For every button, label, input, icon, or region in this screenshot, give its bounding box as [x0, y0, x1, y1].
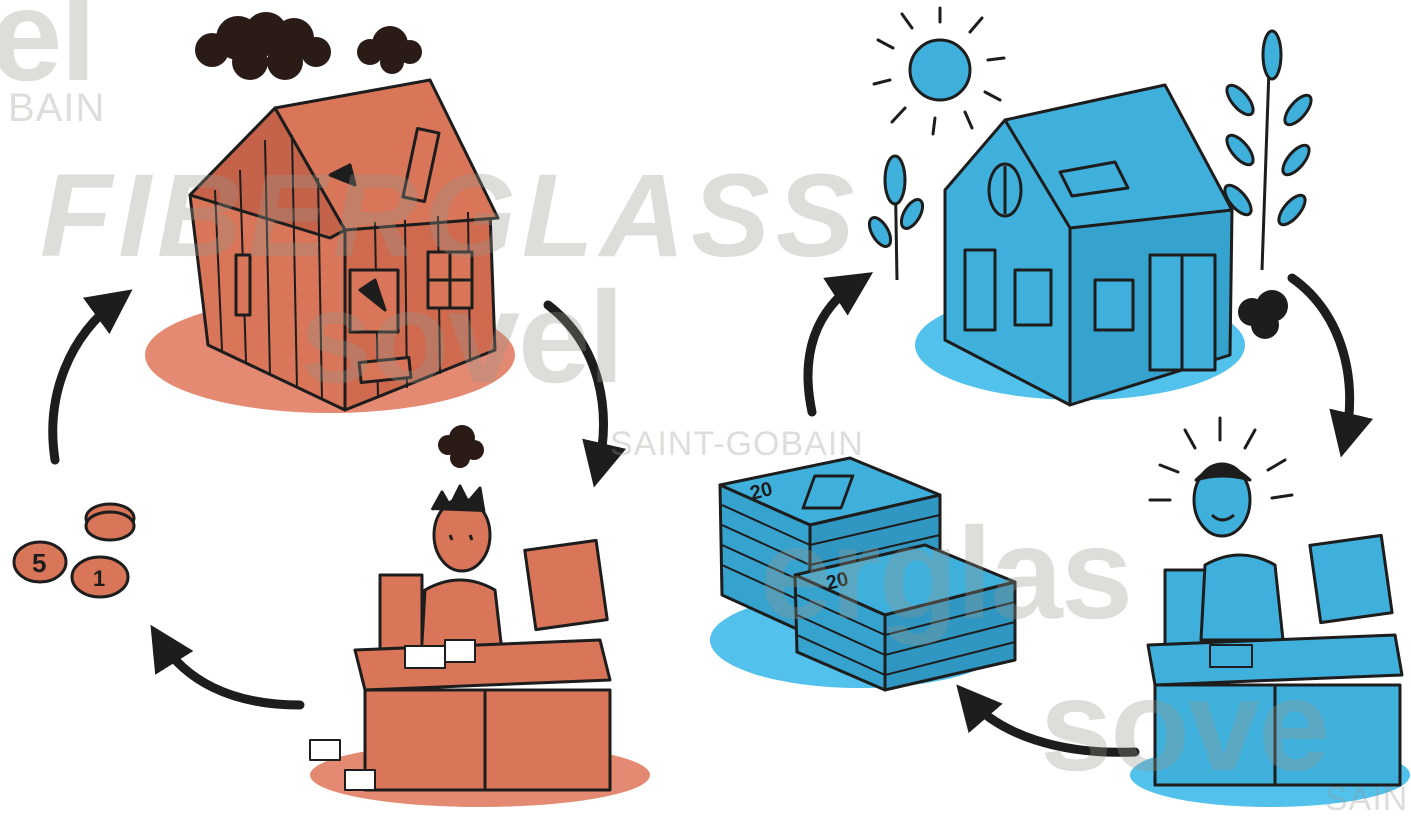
arrow-icon — [803, 272, 874, 417]
sun-icon — [872, 6, 1006, 136]
arrow-icon — [48, 289, 133, 465]
arrow-icon — [956, 684, 1140, 757]
storm-cloud-icon — [438, 425, 484, 468]
old-house — [188, 78, 500, 412]
storm-cloud-icon — [357, 26, 422, 74]
banknote-label: 20 — [824, 568, 851, 595]
rich-worker — [1146, 462, 1404, 787]
coin-label: 1 — [93, 566, 105, 591]
new-house — [943, 83, 1234, 407]
coin-label: 5 — [32, 548, 46, 578]
arrow-icon — [150, 624, 305, 710]
plant-icon — [867, 154, 925, 281]
poor-worker — [309, 484, 612, 792]
banknote-label: 20 — [748, 478, 775, 505]
arrow-icon — [1287, 273, 1374, 458]
banknote-icon — [793, 543, 1017, 692]
bush — [1238, 290, 1288, 339]
arrow-icon — [543, 300, 627, 488]
storm-cloud-icon — [195, 12, 331, 80]
plant-icon — [1223, 29, 1313, 271]
coin-icon — [12, 502, 136, 599]
happy-glow-lines — [1148, 416, 1294, 502]
